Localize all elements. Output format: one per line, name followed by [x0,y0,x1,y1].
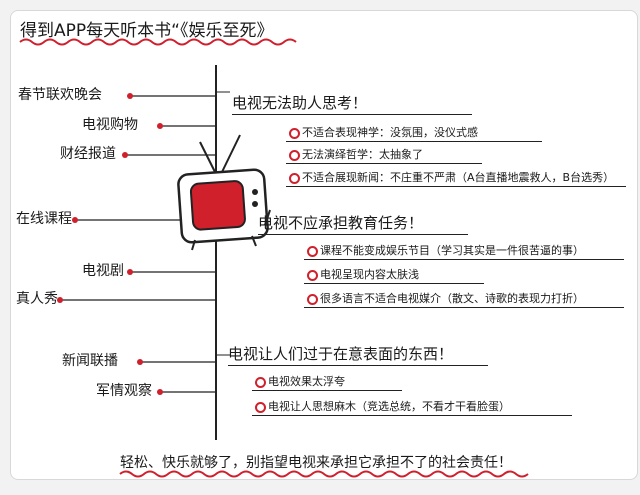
branch-heading: 电视无法助人思考！ [232,92,472,115]
branch-heading: 电视让人们过于在意表面的东西！ [228,343,488,366]
branch-point: 电视让人思想麻木（竞选总统，不看才干看脸蛋） [252,398,572,416]
left-item: 电视剧 [82,263,124,279]
branch-point: 电视效果太浮夸 [252,373,402,391]
branch-point: 很多语言不适合电视媒介（散文、诗歌的表现力打折） [304,290,624,308]
mind-map-card [10,10,638,480]
branch-point: 课程不能变成娱乐节目（学习其实是一件很苦逼的事） [304,242,624,260]
branch-point: 不适合表现神学：没氛围，没仪式感 [286,124,542,142]
branch-point: 不适合展现新闻：不庄重不严肃（A台直播地震救人，B台选秀） [286,169,626,187]
left-item: 新闻联播 [62,353,118,369]
left-item: 春节联欢晚会 [18,87,102,103]
left-connectors [60,95,216,393]
title-underline [19,38,297,46]
tv-icon [177,134,269,251]
page-title: 得到APP每天听本书“《娱乐至死》 [20,21,274,41]
left-item: 真人秀 [16,291,58,307]
left-item: 财经报道 [60,146,116,162]
branch-point: 电视呈现内容太肤浅 [304,266,484,284]
left-item: 电视购物 [82,117,138,133]
branch-point: 无法演绎哲学：太抽象了 [286,146,482,164]
conclusion-text: 轻松、快乐就够了，别指望电视来承担它承担不了的社会责任！ [120,455,512,471]
branch-connector [264,209,271,226]
footer-underline [119,470,529,478]
branch-heading: 电视不应承担教育任务！ [258,212,468,235]
left-item: 军情观察 [96,383,152,399]
node-dots [57,93,163,395]
left-item: 在线课程 [16,211,72,227]
